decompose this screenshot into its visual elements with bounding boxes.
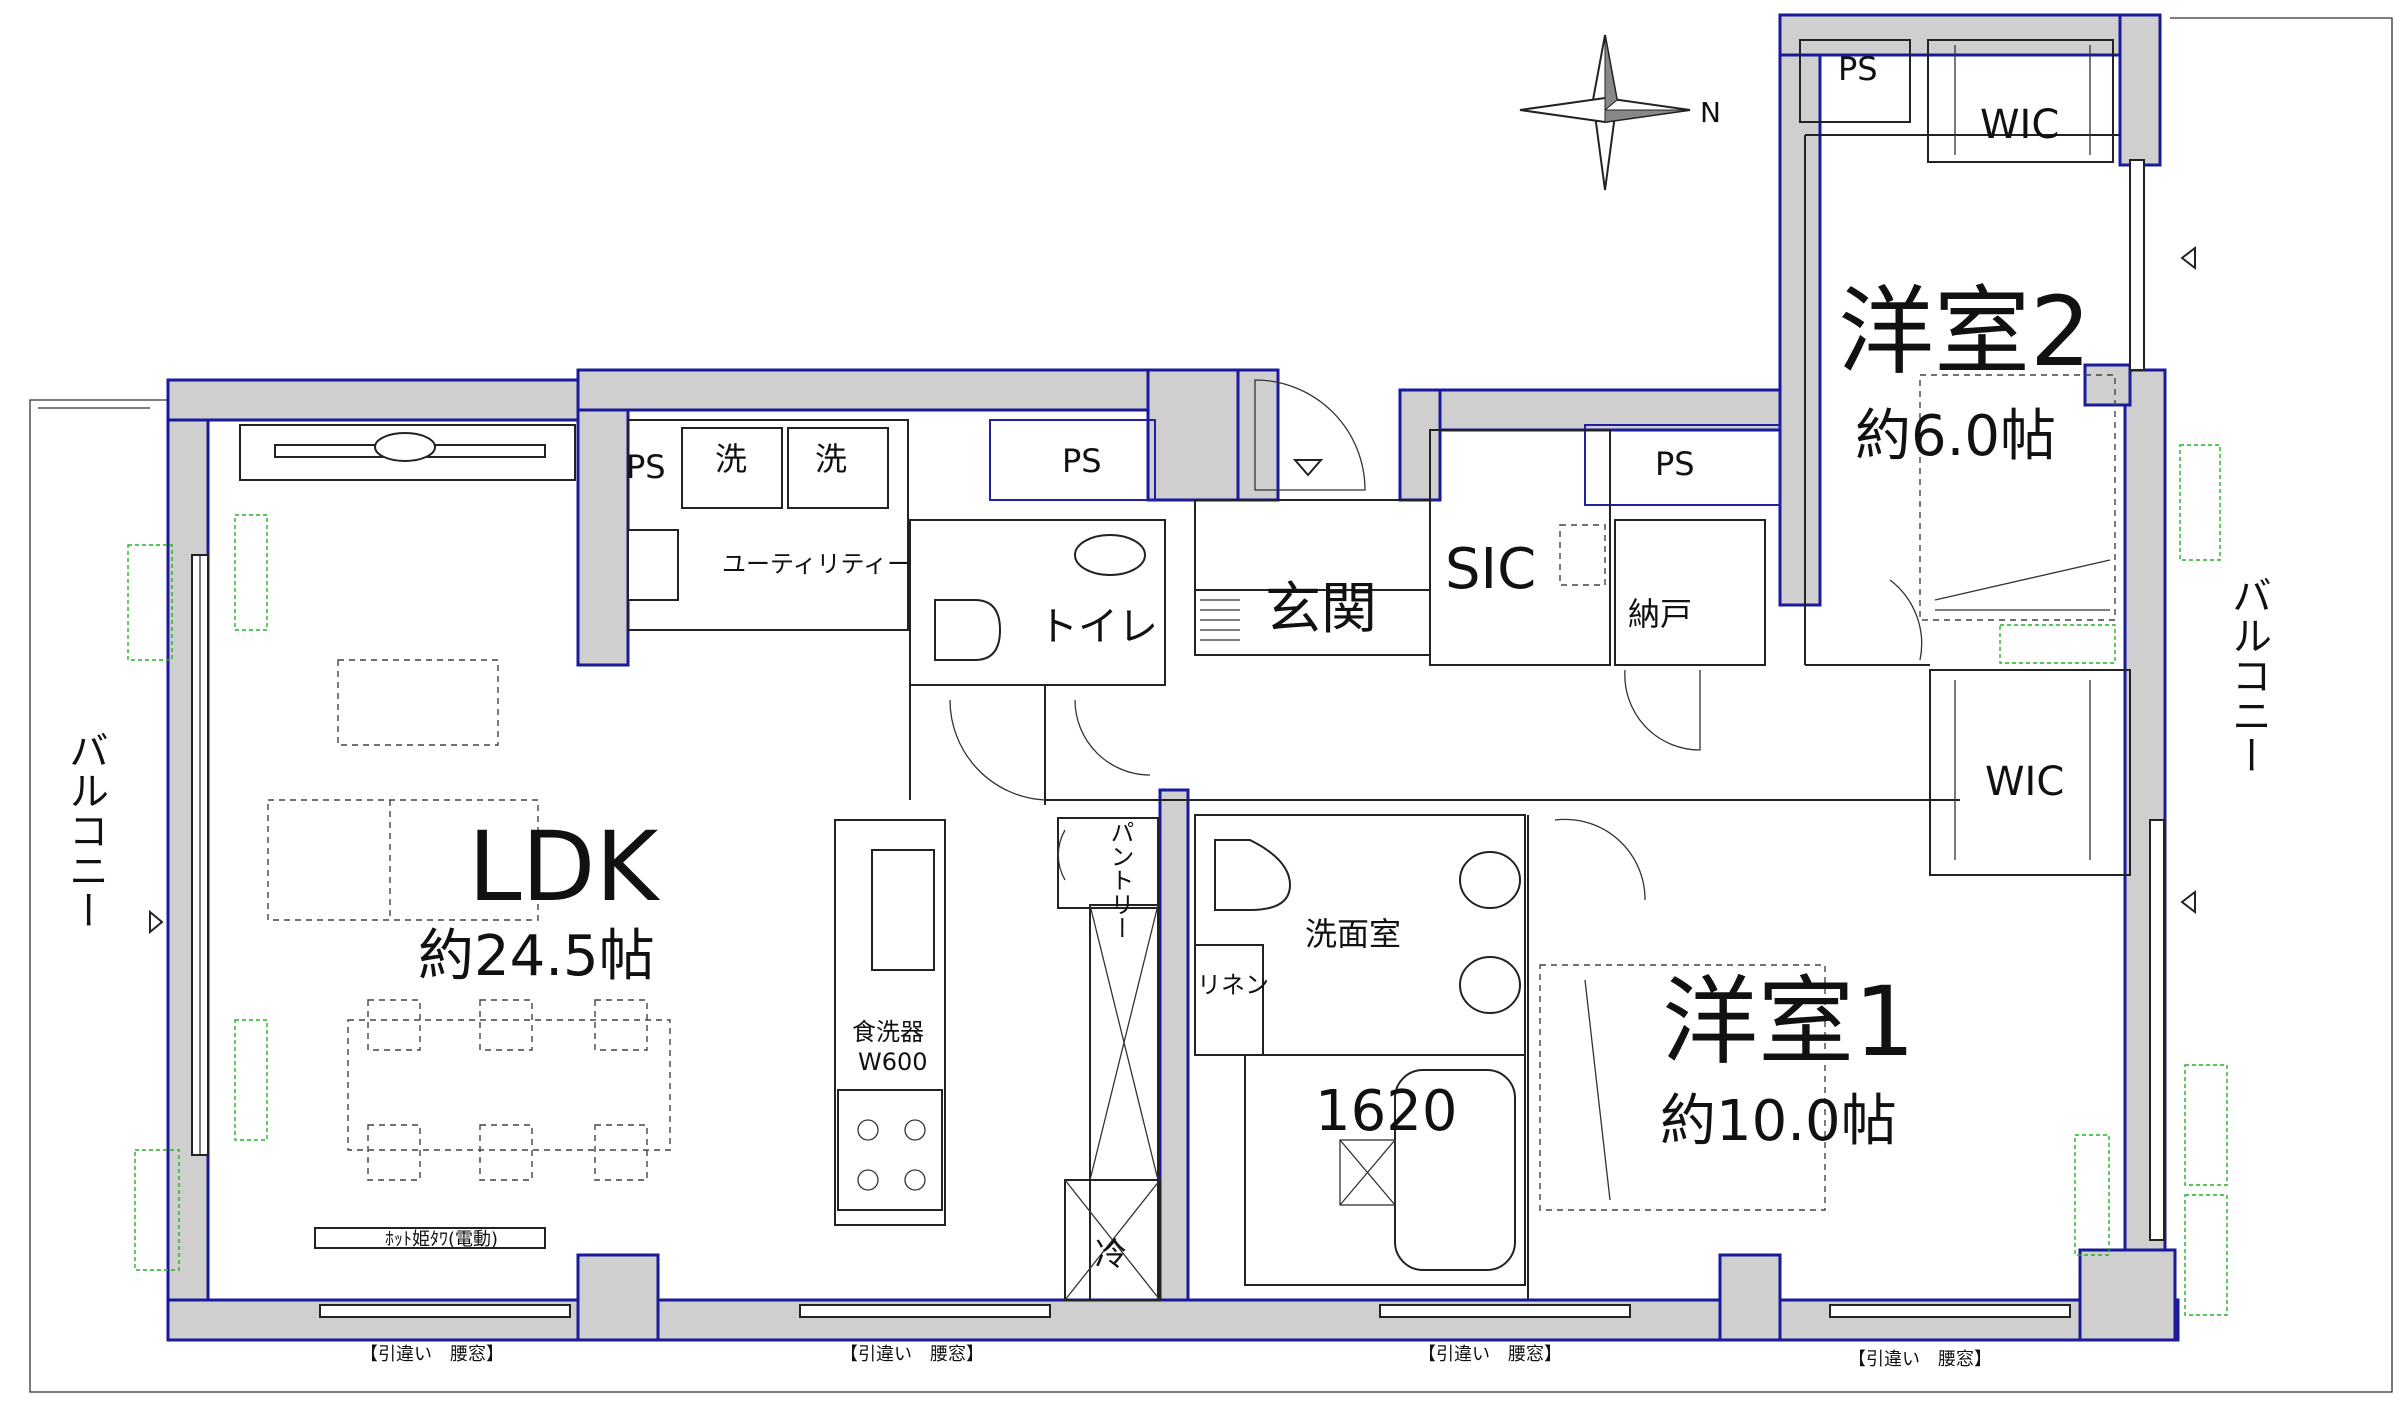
room-pantry: パントリー [1106, 820, 1134, 940]
room-ldk-size: 約24.5帖 [418, 924, 655, 989]
room-wic-mid: WIC [1985, 759, 2064, 805]
room-ldk-name: LDK [468, 811, 660, 923]
bath-size-label: 1620 [1315, 1079, 1458, 1144]
room-utility: ユーティリティー [722, 550, 911, 578]
room-labels: LDK 約24.5帖 洋室1 約10.0帖 洋室2 約6.0帖 玄関 トイレ S… [418, 102, 2091, 1273]
compass-icon: N [1519, 34, 1721, 191]
balcony-labels: バルコニー バルコニー [62, 575, 2271, 935]
heater-label: ﾎｯﾄ姫ﾀﾜ(電動) [385, 1229, 498, 1250]
ps-top2-label: PS [1655, 445, 1695, 483]
right-windows [1999, 159, 2228, 1316]
left-windows [127, 514, 268, 1271]
fixtures [239, 45, 2116, 1271]
room-sic: SIC [1445, 537, 1536, 602]
room-western2-name: 洋室2 [1838, 276, 2091, 388]
room-entrance: 玄関 [1265, 577, 1377, 642]
interior-partitions [627, 39, 2131, 1301]
room-toilet: トイレ [1038, 604, 1158, 650]
window-label-3: 【引違い 腰窓】 [1418, 1344, 1562, 1365]
window-label-2: 【引違い 腰窓】 [840, 1344, 984, 1365]
ps-wic-label: PS [1838, 50, 1878, 88]
window-label-1: 【引違い 腰窓】 [360, 1344, 504, 1365]
room-wic-top: WIC [1980, 102, 2059, 148]
room-washroom: 洗面室 [1305, 915, 1401, 953]
washer1-label: 洗 [715, 440, 747, 478]
room-linen: リネン [1197, 971, 1269, 999]
dishwasher-label: 食洗器 [852, 1018, 924, 1046]
balcony-outline [29, 17, 2393, 1393]
window-labels: 【引違い 腰窓】 【引違い 腰窓】 【引違い 腰窓】 【引違い 腰窓】 [360, 1344, 1992, 1370]
ps-utility-label: PS [626, 448, 666, 486]
ps-top1-label: PS [1062, 442, 1102, 480]
dishwasher-width-label: W600 [858, 1048, 928, 1076]
door-swings [949, 379, 1923, 901]
fixture-labels: PS PS PS PS 洗 洗 食洗器 W600 1620 ﾎｯﾄ姫ﾀﾜ(電動) [385, 50, 1878, 1250]
compass-north-label: N [1700, 96, 1721, 129]
balcony-left-label: バルコニー [62, 730, 108, 930]
room-fridge: 冷 [1095, 1235, 1127, 1273]
bottom-windows [319, 1304, 2071, 1318]
window-label-4: 【引違い 腰窓】 [1848, 1349, 1992, 1370]
room-western1-name: 洋室1 [1662, 966, 1915, 1078]
room-storage: 納戸 [1628, 595, 1692, 633]
room-western1-size: 約10.0帖 [1660, 1089, 1897, 1154]
room-western2-size: 約6.0帖 [1855, 404, 2056, 469]
balcony-right-label: バルコニー [2225, 575, 2271, 775]
washer2-label: 洗 [815, 440, 847, 478]
